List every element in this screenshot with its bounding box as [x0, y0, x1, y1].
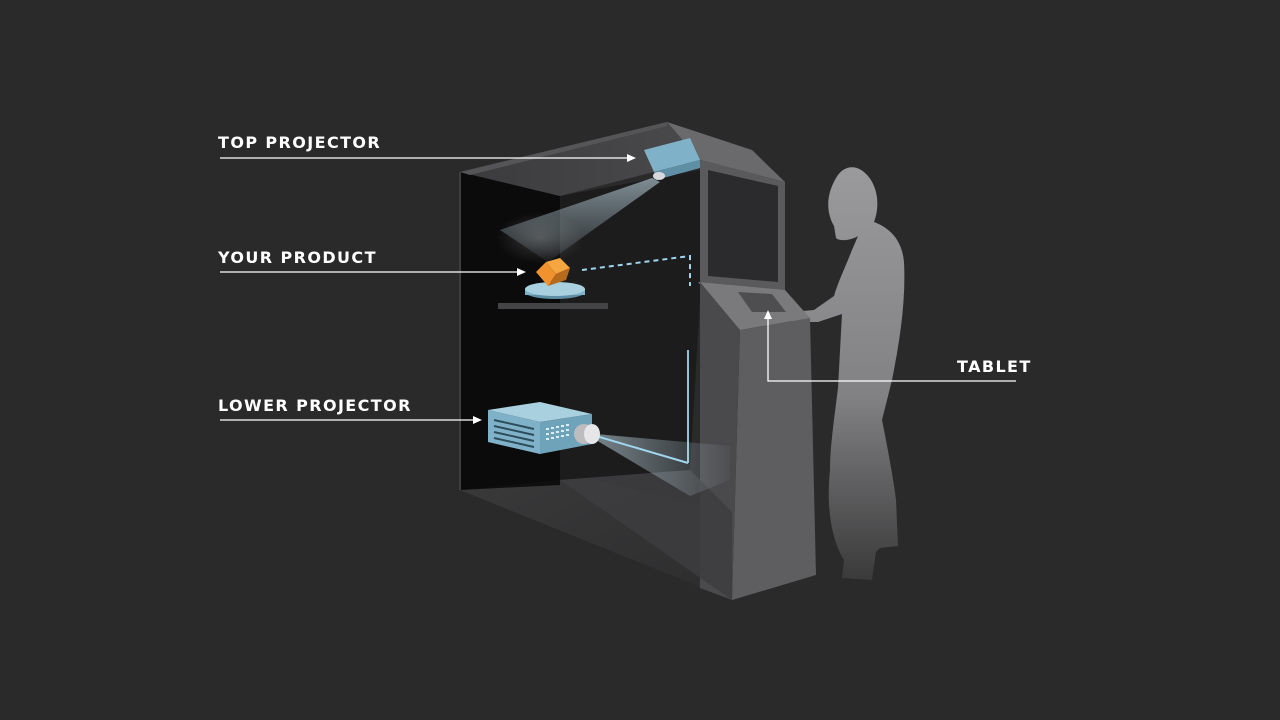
arrow-head-icon	[764, 310, 772, 319]
arrow-head-icon	[473, 416, 482, 424]
arrow-head-icon	[627, 154, 636, 162]
product-platform	[498, 282, 608, 309]
lower-projector-beam	[596, 434, 730, 496]
label-lower-projector: LOWER PROJECTOR	[218, 396, 412, 415]
label-tablet: TABLET	[957, 357, 1032, 376]
kiosk-cabinet	[459, 122, 816, 600]
person-silhouette	[789, 167, 905, 580]
tablet-icon	[738, 292, 786, 312]
callout-your-product: YOUR PRODUCT	[217, 248, 526, 276]
label-your-product: YOUR PRODUCT	[217, 248, 377, 267]
lower-projector-icon	[488, 402, 600, 454]
arrow-head-icon	[517, 268, 526, 276]
label-top-projector: TOP PROJECTOR	[218, 133, 381, 152]
callout-tablet: TABLET	[764, 310, 1032, 382]
callout-top-projector: TOP PROJECTOR	[218, 133, 636, 162]
top-projector-icon	[644, 138, 700, 180]
callout-lower-projector: LOWER PROJECTOR	[218, 396, 482, 424]
hologram-reflection-line	[581, 254, 691, 286]
cube-icon	[536, 258, 570, 286]
